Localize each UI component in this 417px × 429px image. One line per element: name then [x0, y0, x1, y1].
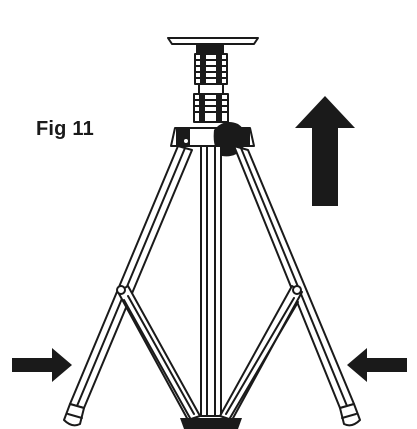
arrow-right-icon [12, 348, 72, 382]
arrow-left-icon [347, 348, 407, 382]
left-leg [63, 145, 193, 427]
arrow-up-icon [295, 96, 355, 206]
knob-collar [198, 83, 224, 95]
top-mount-plate [167, 37, 259, 53]
lower-height-knob [193, 93, 229, 123]
upper-height-knob [194, 53, 228, 85]
base-spreader [180, 418, 242, 429]
center-pole [200, 145, 222, 417]
left-brace [116, 285, 201, 421]
right-leg [233, 145, 361, 427]
figure-label: Fig 11 [36, 118, 94, 140]
right-brace [219, 285, 303, 421]
